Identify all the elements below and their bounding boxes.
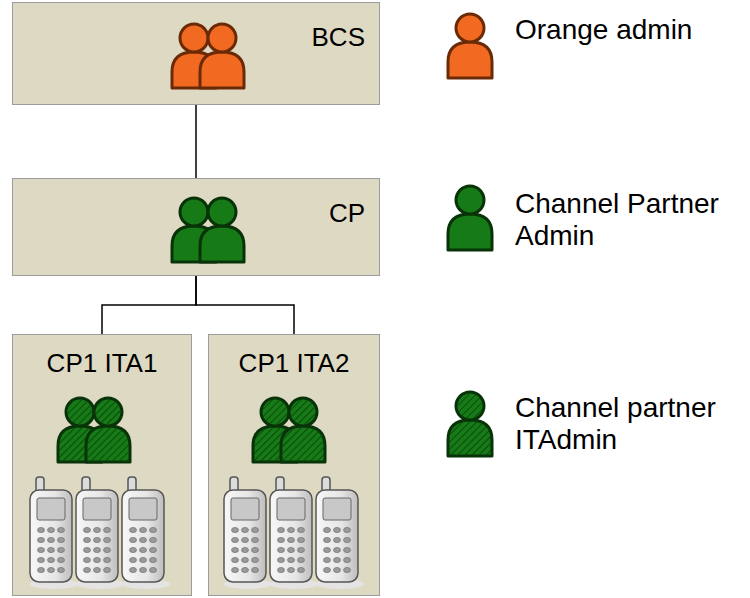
connector-line (102, 276, 196, 334)
legend-icon (448, 392, 492, 456)
admin-icon (200, 24, 244, 88)
group-box: CP (12, 178, 380, 276)
legend-item: Channel Partner Admin (515, 188, 740, 252)
legend-label: Channel partner ITAdmin (515, 392, 740, 456)
legend-icon (448, 14, 492, 78)
connector-line (195, 105, 197, 178)
box-label: CP1 ITA2 (239, 349, 350, 379)
box-label: CP1 ITA1 (47, 349, 158, 379)
phone-icon (122, 477, 170, 589)
phone-icon (76, 477, 124, 589)
admin-icon (172, 24, 216, 88)
legend-item: Orange admin (515, 14, 740, 46)
legend-item: Channel partner ITAdmin (515, 392, 740, 456)
phone-icon (30, 477, 78, 589)
group-box: CP1 ITA2 (208, 334, 380, 596)
legend-icon (448, 186, 492, 250)
itadmin-icon (281, 398, 325, 462)
itadmin-icon (253, 398, 297, 462)
legend-label: Orange admin (515, 14, 740, 46)
group-box: CP1 ITA1 (12, 334, 192, 596)
itadmin-icon (86, 398, 130, 462)
group-box: BCS (12, 2, 380, 105)
box-label: CP (329, 199, 365, 229)
phone-icon (316, 477, 364, 589)
admin-icon (200, 198, 244, 262)
phone-icon (270, 477, 318, 589)
legend-label: Channel Partner Admin (515, 188, 740, 252)
phone-icon (224, 477, 272, 589)
box-label: BCS (312, 23, 365, 53)
connector-line (196, 276, 294, 334)
itadmin-icon (58, 398, 102, 462)
admin-icon (172, 198, 216, 262)
